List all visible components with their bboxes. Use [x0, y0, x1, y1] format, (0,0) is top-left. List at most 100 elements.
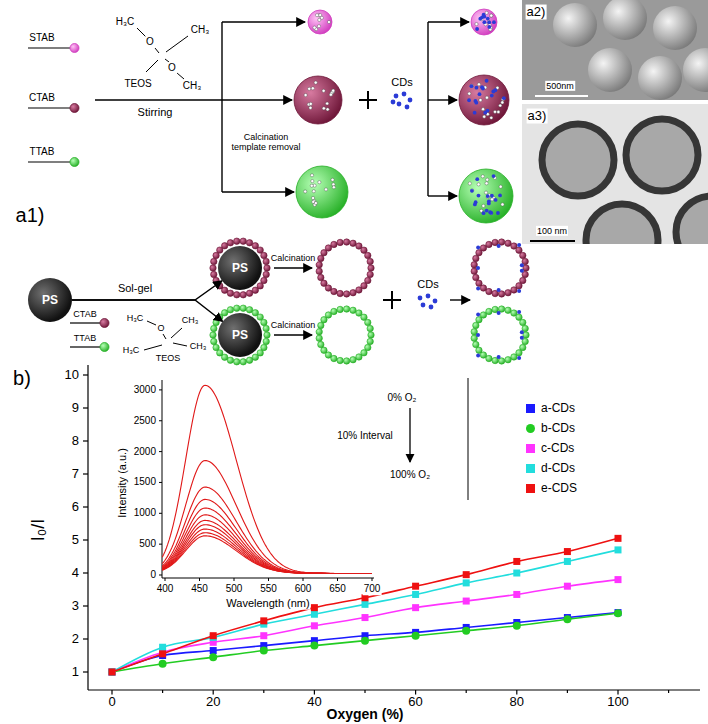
silica-shell	[343, 358, 349, 364]
silica-sphere	[481, 175, 484, 178]
silica-shell	[318, 255, 324, 261]
silica-sphere	[499, 104, 502, 107]
tem-image	[530, 240, 575, 242]
silica-sphere	[470, 84, 473, 87]
silica-shell	[486, 241, 492, 247]
carbon-dots	[426, 294, 431, 299]
surfactant-symbol	[70, 343, 109, 352]
node-text: PS	[232, 262, 248, 274]
data-series	[463, 598, 470, 605]
carbon-dot	[482, 211, 486, 215]
carbon-dot	[467, 98, 471, 102]
x-tick-label: 700	[363, 583, 382, 595]
silica-sphere	[485, 182, 488, 185]
tick	[83, 374, 88, 375]
spectra	[162, 525, 372, 574]
silica-shell	[520, 252, 526, 258]
carbon-dot	[517, 310, 521, 314]
tick	[372, 578, 373, 581]
silica-sphere	[329, 93, 332, 96]
y-tick-label: 6	[71, 500, 80, 515]
y-axis	[87, 365, 88, 690]
carbon-dot	[477, 194, 481, 198]
silica-sphere	[490, 198, 493, 201]
spectra	[162, 385, 372, 573]
carbon-dot	[480, 15, 484, 19]
silica-sphere	[326, 108, 329, 111]
tick	[263, 690, 264, 693]
silica-sphere	[490, 116, 493, 119]
silica-shell	[221, 310, 227, 316]
silica-sphere	[318, 18, 321, 21]
carbon-dots	[394, 94, 399, 99]
chemical-group: CH₃	[190, 24, 211, 36]
data-series	[109, 669, 116, 676]
surfactant-symbol	[70, 44, 79, 53]
carbon-dots	[429, 305, 434, 310]
process-arrow	[428, 99, 457, 100]
silica-shell	[252, 287, 258, 293]
silica-shell	[505, 357, 511, 363]
legend-text: d-CDs	[541, 462, 575, 475]
spectra	[162, 508, 372, 573]
line	[28, 107, 70, 108]
silica-shell	[264, 332, 270, 338]
carbon-dot	[493, 88, 497, 92]
panel-label: a2)	[526, 5, 547, 20]
carbon-dot	[476, 245, 480, 249]
silica-sphere	[322, 107, 325, 110]
data-series	[412, 632, 420, 640]
silica-shell	[473, 322, 479, 328]
silica-sphere	[501, 203, 504, 206]
data-series	[362, 601, 369, 608]
legend-entry: a-CDs	[526, 402, 575, 415]
y-tick-label: 2500	[133, 415, 157, 427]
silica-shell	[520, 319, 526, 325]
silica-sphere	[294, 76, 342, 124]
surfactant-name: TTAB	[73, 333, 97, 343]
silica-sphere	[296, 166, 348, 218]
sem-image	[588, 48, 632, 92]
data-series	[412, 604, 419, 611]
silica-sphere	[309, 106, 312, 109]
tick	[159, 451, 162, 452]
silica-shell	[331, 308, 337, 314]
carbon-dot	[497, 311, 501, 315]
trend-arrow	[409, 408, 410, 462]
silica-shell	[264, 265, 270, 271]
tick	[159, 389, 162, 390]
silica-sphere	[471, 9, 497, 35]
tick	[159, 575, 162, 576]
carbon-dot	[476, 266, 480, 270]
carbon-dot	[497, 288, 501, 292]
data-series	[112, 550, 618, 672]
coated-ps-bead: PS	[218, 246, 262, 290]
silica-shell	[246, 290, 252, 296]
silica-shell	[337, 290, 343, 296]
tick	[303, 578, 304, 581]
silica-shell	[234, 238, 240, 244]
spectra	[162, 520, 372, 573]
silica-shell	[234, 359, 240, 365]
tick	[364, 690, 365, 693]
data-series	[615, 535, 622, 542]
silica-shell	[337, 357, 343, 363]
silica-shell	[337, 306, 343, 312]
carbon-dot	[498, 194, 502, 198]
carbon-dots	[402, 92, 407, 97]
silica-sphere	[459, 75, 509, 125]
tick	[83, 572, 88, 573]
chemical-group: O	[167, 62, 177, 74]
y-tick-label: 2000	[133, 446, 157, 458]
data-series	[615, 576, 622, 583]
silica-shell	[316, 329, 322, 335]
silica-shell	[213, 344, 219, 350]
data-series	[311, 622, 318, 629]
x-tick-label: 600	[294, 583, 313, 595]
spectra	[162, 499, 372, 573]
y-tick-label: 9	[71, 401, 80, 416]
silica-shell	[356, 287, 362, 293]
silica-shell	[318, 322, 324, 328]
silica-shell	[471, 306, 529, 364]
